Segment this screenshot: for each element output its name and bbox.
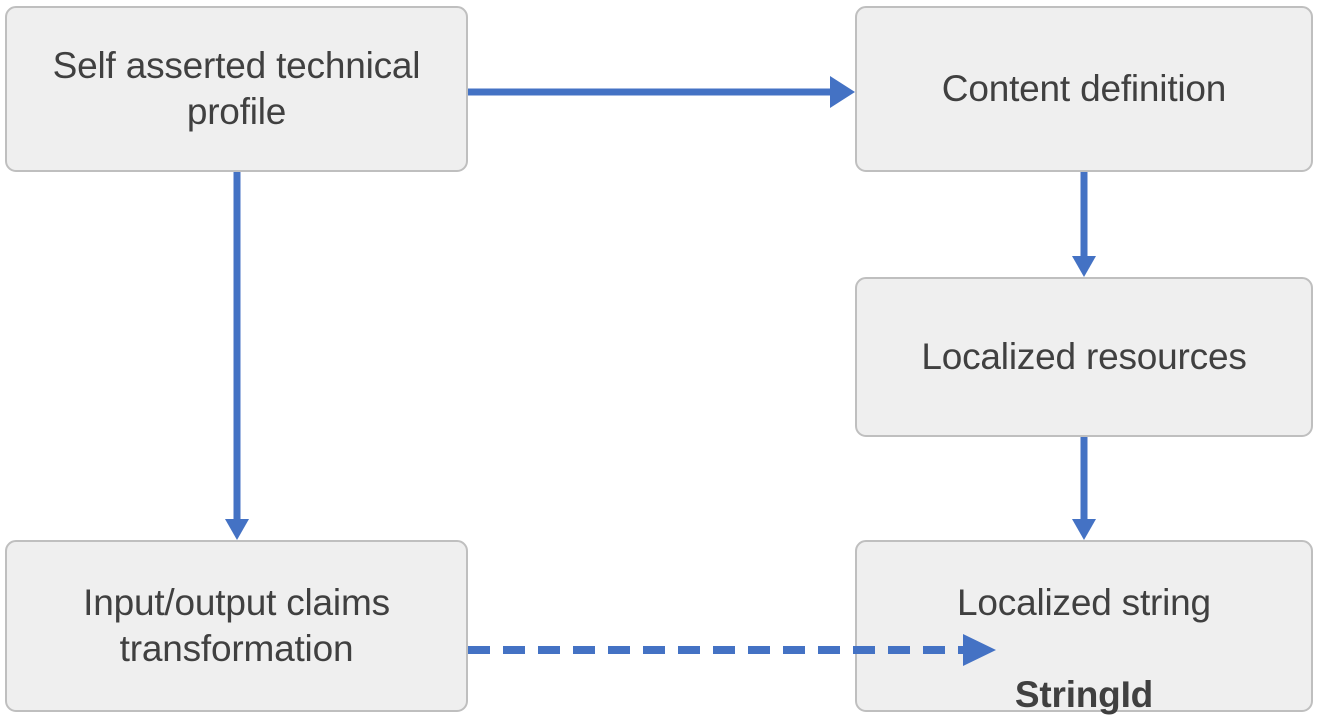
node-label: Localized resources bbox=[921, 336, 1247, 378]
node-label-string-id: StringId bbox=[1014, 673, 1154, 715]
edge-claims-transformation-to-string-id[interactable] bbox=[468, 634, 996, 666]
arrowhead-right-icon bbox=[830, 76, 855, 108]
arrowhead-down-icon bbox=[225, 519, 249, 540]
edge-profile-to-claims-transformation[interactable] bbox=[225, 172, 249, 540]
node-content-definition[interactable]: Content definition bbox=[855, 6, 1313, 172]
arrowhead-right-icon bbox=[963, 634, 996, 666]
node-label-line-1: Localized string bbox=[957, 582, 1211, 624]
node-localized-string[interactable]: Localized string StringId bbox=[855, 540, 1313, 715]
node-input-output-claims-transformation[interactable]: Input/output claims transformation bbox=[5, 540, 468, 712]
node-label: Content definition bbox=[941, 68, 1227, 110]
arrowhead-down-icon bbox=[1072, 519, 1096, 540]
node-self-asserted-technical-profile[interactable]: Self asserted technical profile bbox=[5, 6, 468, 172]
node-label: Input/output claims transformation bbox=[83, 582, 390, 669]
node-label-multiline: Localized string StringId bbox=[857, 534, 1311, 716]
edge-profile-to-content-definition[interactable] bbox=[468, 76, 855, 108]
edge-localized-resources-to-localized-string[interactable] bbox=[1072, 437, 1096, 540]
node-label: Self asserted technical profile bbox=[52, 45, 421, 132]
node-localized-resources[interactable]: Localized resources bbox=[855, 277, 1313, 437]
edge-content-definition-to-localized-resources[interactable] bbox=[1072, 172, 1096, 277]
arrowhead-down-icon bbox=[1072, 256, 1096, 277]
